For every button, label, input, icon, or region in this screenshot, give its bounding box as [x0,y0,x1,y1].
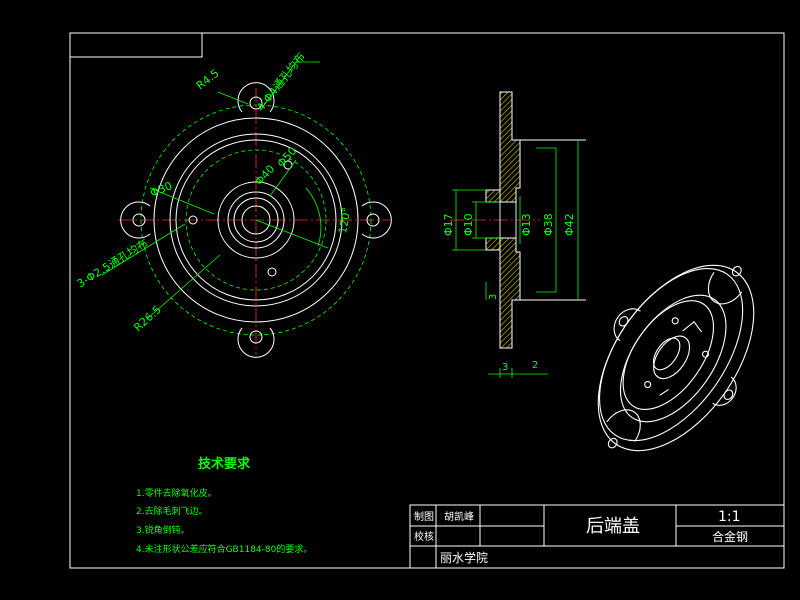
dim-120: 120° [336,206,353,234]
dim-thickness-3b: 3 [502,362,508,373]
tech-req-item-1: 1.零件去除氧化皮。 [136,487,217,499]
tech-req-item-2: 2.去除毛刺飞边。 [136,505,208,517]
isometric-view [597,264,755,452]
part-name: 后端盖 [586,516,640,537]
section-dim-lines [452,140,579,378]
label-checked: 校核 [414,530,434,543]
front-outline [120,82,392,358]
tech-req-item-4: 4.未注形状公差应符合GB1184-80的要求。 [136,543,312,555]
dim-d10: Φ10 [462,213,475,236]
front-centerlines [118,88,390,355]
tech-req-item-3: 3.锐角倒钝。 [136,524,190,536]
dim-d13: Φ13 [520,213,533,236]
material-value: 合金钢 [712,529,748,544]
label-drawn: 制图 [414,510,434,523]
section-body [485,91,521,349]
section-view: Φ17 Φ10 Φ13 Φ38 Φ42 3 3 2 [442,91,586,378]
scale-value: 1:1 [718,509,741,525]
technical-requirements: 技术要求 1.零件去除氧化皮。 2.去除毛刺飞边。 3.锐角倒钝。 4.未注形状… [136,456,312,555]
dim-d17: Φ17 [442,213,455,236]
dim-thickness-2: 2 [532,360,538,371]
inner-pitch-circle [185,149,327,291]
school-name: 丽水学院 [440,550,488,565]
drawn-by-name: 胡凯峰 [444,510,474,523]
title-block [409,504,785,569]
front-leaders [101,61,329,319]
bolt-circle [140,104,372,336]
dim-thickness-3: 3 [488,294,499,300]
dim-d38: Φ38 [542,213,555,236]
tech-req-title: 技术要求 [198,456,251,472]
dim-d42: Φ42 [563,213,576,236]
